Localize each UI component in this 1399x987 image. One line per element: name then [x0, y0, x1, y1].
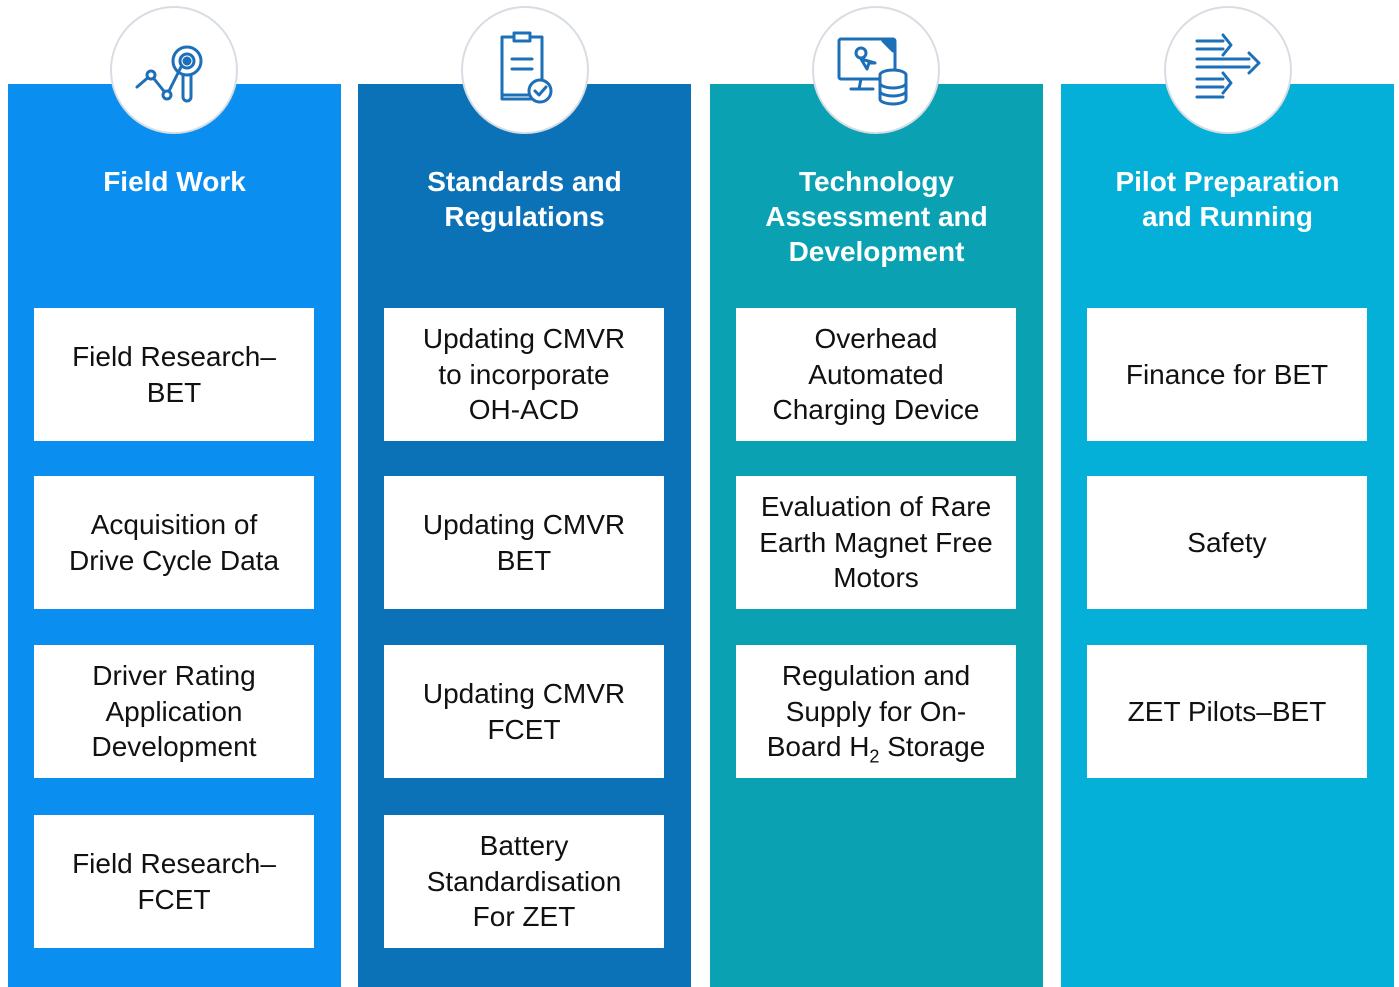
- card: Field Research– BET: [34, 308, 314, 441]
- card-text: Updating CMVR to incorporate OH-ACD: [422, 323, 626, 426]
- card: Regulation and Supply for On- Board H2 S…: [736, 645, 1016, 778]
- column-title: Field Work: [103, 166, 246, 197]
- card: Updating CMVR to incorporate OH-ACD: [384, 308, 664, 441]
- card-text: Battery Standardisation For ZET: [426, 830, 622, 933]
- card-text: Acquisition of Drive Cycle Data: [68, 509, 280, 576]
- column-field-work: Field Work Field Research– BET Acquisiti…: [8, 84, 341, 987]
- column-standards-regulations: Standards and Regulations Updating CMVR …: [358, 84, 691, 987]
- card: Evaluation of Rare Earth Magnet Free Mot…: [736, 476, 1016, 609]
- card-text: Overhead Automated Charging Device: [772, 323, 980, 426]
- card: Driver Rating Application Development: [34, 645, 314, 778]
- card: Updating CMVR FCET: [384, 645, 664, 778]
- card-text: Finance for BET: [1125, 358, 1329, 390]
- card: Safety: [1087, 476, 1367, 609]
- card-text: Regulation and Supply for On- Board H2 S…: [766, 660, 986, 767]
- column-title: Technology Assessment and Development: [765, 166, 988, 267]
- card: Overhead Automated Charging Device: [736, 308, 1016, 441]
- card-text: Driver Rating Application Development: [91, 660, 257, 763]
- card-text: Updating CMVR FCET: [422, 678, 626, 745]
- card-text: ZET Pilots–BET: [1127, 695, 1327, 727]
- card-text: Evaluation of Rare Earth Magnet Free Mot…: [759, 491, 993, 594]
- column-title: Standards and Regulations: [427, 166, 622, 232]
- card-text: Field Research– BET: [72, 341, 276, 408]
- analytics-magnifier-icon: [110, 6, 238, 134]
- document-checklist-icon: [461, 6, 589, 134]
- monitor-database-icon: [812, 6, 940, 134]
- card: Battery Standardisation For ZET: [384, 815, 664, 948]
- card: Finance for BET: [1087, 308, 1367, 441]
- column-title: Pilot Preparation and Running: [1115, 166, 1340, 232]
- card-text: Field Research– FCET: [72, 848, 276, 915]
- card: Field Research– FCET: [34, 815, 314, 948]
- card: Acquisition of Drive Cycle Data: [34, 476, 314, 609]
- card-text: Updating CMVR BET: [422, 509, 626, 576]
- card-text: Safety: [1187, 526, 1267, 558]
- column-pilot-preparation: Pilot Preparation and Running Finance fo…: [1061, 84, 1394, 987]
- card: Updating CMVR BET: [384, 476, 664, 609]
- card: ZET Pilots–BET: [1087, 645, 1367, 778]
- forward-arrows-icon: [1164, 6, 1292, 134]
- column-technology-assessment: Technology Assessment and Development Ov…: [710, 84, 1043, 987]
